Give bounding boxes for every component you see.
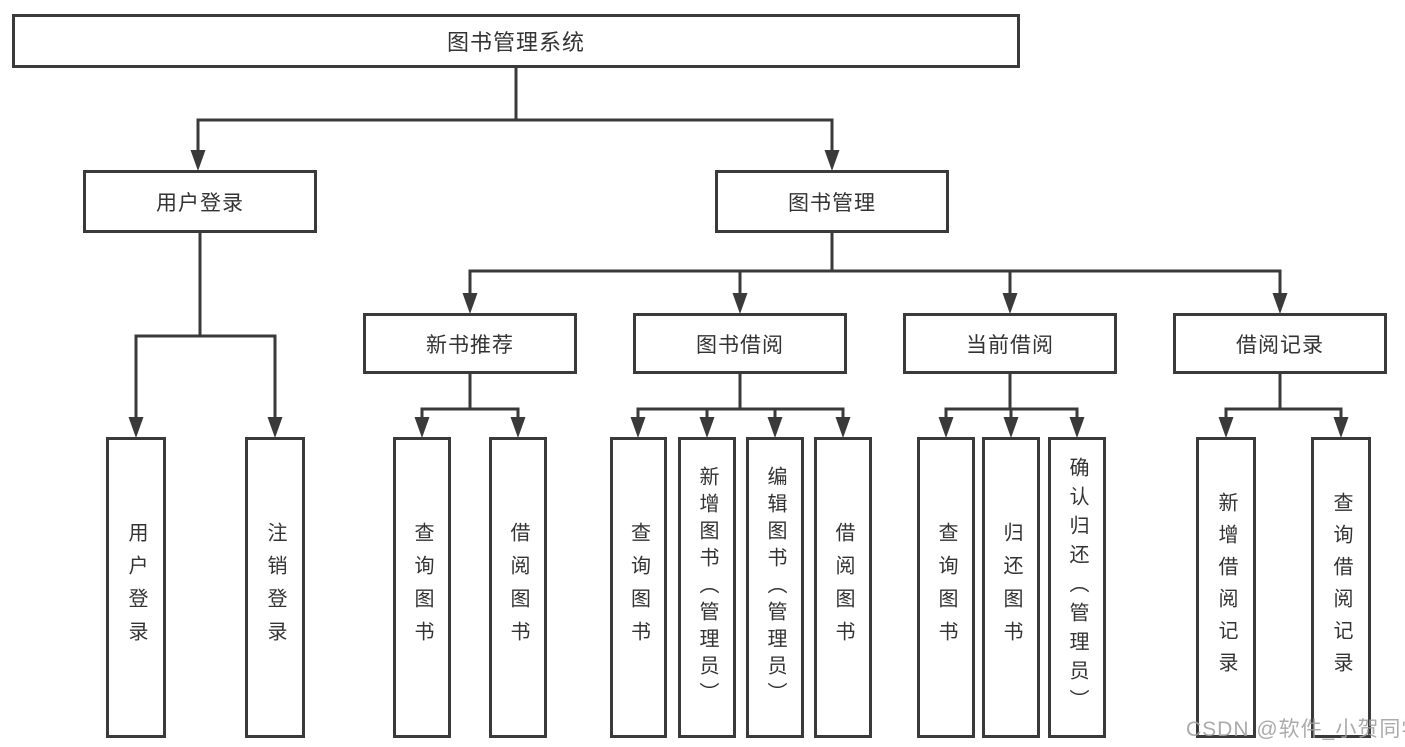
node-borrow-records: 借阅记录 [1173, 313, 1387, 374]
leaf-user-login: 用户登录 [106, 437, 166, 738]
node-label: 新增图书（管理员） [696, 466, 718, 709]
node-label: 用户登录 [125, 521, 147, 654]
arrowhead-down [824, 150, 840, 171]
node-label: 注销登录 [264, 521, 286, 654]
arrowhead-down [128, 417, 144, 438]
edges-book-borrow [630, 372, 851, 438]
node-label: 用户登录 [156, 191, 244, 215]
leaf-newbook-query-books: 查询图书 [393, 437, 451, 738]
arrowhead-down [1218, 417, 1234, 438]
leaf-newbook-borrow-books: 借阅图书 [489, 437, 547, 738]
edges-user-login [128, 231, 283, 438]
leaf-current-confirm-return-admin: 确认归还（管理员） [1048, 437, 1106, 738]
node-book-management: 图书管理 [715, 170, 949, 233]
node-label: 新书推荐 [426, 333, 514, 357]
node-label: 查询图书 [411, 521, 433, 654]
node-label: 归还图书 [1000, 521, 1022, 654]
edges-borrow-records [1218, 372, 1349, 438]
node-root: 图书管理系统 [12, 14, 1020, 68]
edges-root [190, 66, 840, 171]
node-label: 确认归还（管理员） [1066, 457, 1088, 718]
leaf-borrow-add-books-admin: 新增图书（管理员） [678, 437, 736, 738]
arrowhead-down [699, 417, 715, 438]
leaf-current-return-books: 归还图书 [982, 437, 1040, 738]
arrowhead-down [938, 417, 954, 438]
leaf-record-add: 新增借阅记录 [1196, 437, 1256, 738]
watermark-text: CSDN @软件_小贺同学 [1186, 718, 1405, 741]
arrowhead-down [1069, 417, 1085, 438]
node-root-label: 图书管理系统 [446, 30, 585, 55]
arrowhead-down [630, 417, 646, 438]
arrowhead-down [190, 150, 206, 171]
node-label: 查询借阅记录 [1330, 491, 1352, 684]
node-label: 借阅记录 [1236, 333, 1324, 357]
node-label: 当前借阅 [966, 333, 1054, 357]
node-label: 编辑图书（管理员） [764, 466, 786, 709]
node-label: 图书借阅 [696, 333, 784, 357]
edges-current-borrow [938, 372, 1085, 438]
node-label: 查询图书 [935, 521, 957, 654]
node-new-book-recommend: 新书推荐 [363, 313, 577, 374]
arrowhead-down [1003, 417, 1019, 438]
arrowhead-down [1272, 293, 1288, 314]
arrowhead-down [1002, 293, 1018, 314]
edges-book-management [462, 231, 1288, 314]
arrowhead-down [414, 417, 430, 438]
leaf-borrow-query-books: 查询图书 [610, 437, 667, 738]
node-label: 借阅图书 [832, 521, 854, 654]
leaf-logout: 注销登录 [245, 437, 305, 738]
node-label: 查询图书 [627, 521, 650, 654]
node-label: 借阅图书 [507, 521, 529, 654]
arrowhead-down [267, 417, 283, 438]
leaf-current-query-books: 查询图书 [917, 437, 975, 738]
arrowhead-down [462, 293, 478, 314]
arrowhead-down [1333, 417, 1349, 438]
arrowhead-down [835, 417, 851, 438]
node-book-borrow: 图书借阅 [633, 313, 847, 374]
leaf-borrow-edit-books-admin: 编辑图书（管理员） [746, 437, 804, 738]
leaf-borrow-borrow-books: 借阅图书 [814, 437, 872, 738]
arrowhead-down [510, 417, 526, 438]
node-current-borrow: 当前借阅 [903, 313, 1117, 374]
arrowhead-down [767, 417, 783, 438]
edges-new-book-recommend [414, 372, 526, 438]
node-label: 新增借阅记录 [1215, 491, 1237, 684]
node-label: 图书管理 [788, 191, 876, 215]
node-user-login: 用户登录 [83, 170, 317, 233]
leaf-record-query: 查询借阅记录 [1311, 437, 1371, 738]
arrowhead-down [732, 293, 748, 314]
